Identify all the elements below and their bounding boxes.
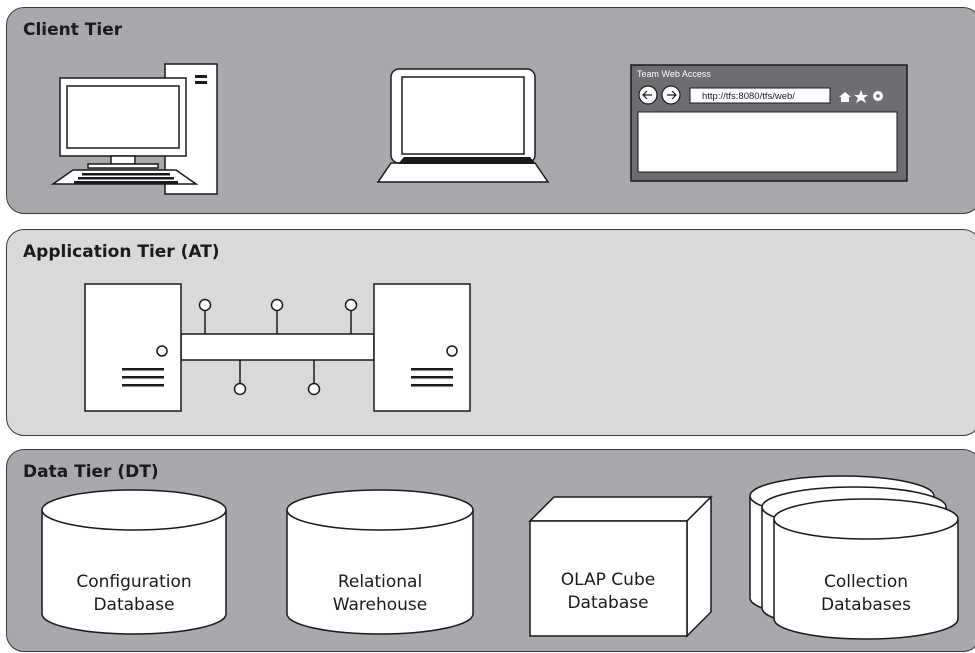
database-cylinder-icon: [286, 489, 474, 635]
server-icon: [373, 283, 471, 412]
client-tier-title: Client Tier: [23, 20, 123, 40]
server-icon: [84, 283, 182, 412]
gear-icon[interactable]: [873, 91, 883, 101]
star-icon[interactable]: [854, 90, 868, 103]
relational-warehouse-label-line1: Relational: [338, 572, 422, 592]
collection-databases-label-line2: Databases: [821, 595, 911, 615]
application-tier-title: Application Tier (AT): [23, 242, 220, 262]
olap-cube-database-label-line2: Database: [567, 593, 648, 613]
back-icon[interactable]: [638, 85, 658, 105]
configuration-database-label-line1: Configuration: [76, 572, 191, 592]
browser-window-icon: Team Web Access http://tfs:8080/tfs/web/: [630, 64, 908, 182]
forward-icon[interactable]: [661, 85, 681, 105]
relational-warehouse-label-line2: Warehouse: [333, 595, 427, 615]
browser-content-area: [637, 111, 898, 173]
olap-cube-database: OLAP Cube Database: [528, 495, 713, 638]
olap-cube-database-label-line1: OLAP Cube: [561, 570, 655, 590]
browser-window-title: Team Web Access: [637, 69, 711, 79]
cube-icon: [528, 495, 713, 638]
laptop-icon: [376, 68, 550, 183]
address-bar[interactable]: [689, 87, 831, 104]
collection-databases-label-line1: Collection: [824, 572, 908, 592]
desktop-computer-icon: [50, 63, 218, 195]
collection-databases: Collection Databases: [749, 475, 959, 640]
database-cylinder-icon: [41, 489, 227, 635]
home-icon[interactable]: [839, 92, 851, 102]
network-bus-icon: [180, 298, 375, 396]
configuration-database: Configuration Database: [41, 489, 227, 635]
address-bar-url: http://tfs:8080/tfs/web/: [702, 91, 795, 102]
database-cylinder-icon: [773, 498, 959, 640]
configuration-database-label-line2: Database: [93, 595, 174, 615]
relational-warehouse: Relational Warehouse: [286, 489, 474, 635]
data-tier-title: Data Tier (DT): [23, 462, 159, 482]
